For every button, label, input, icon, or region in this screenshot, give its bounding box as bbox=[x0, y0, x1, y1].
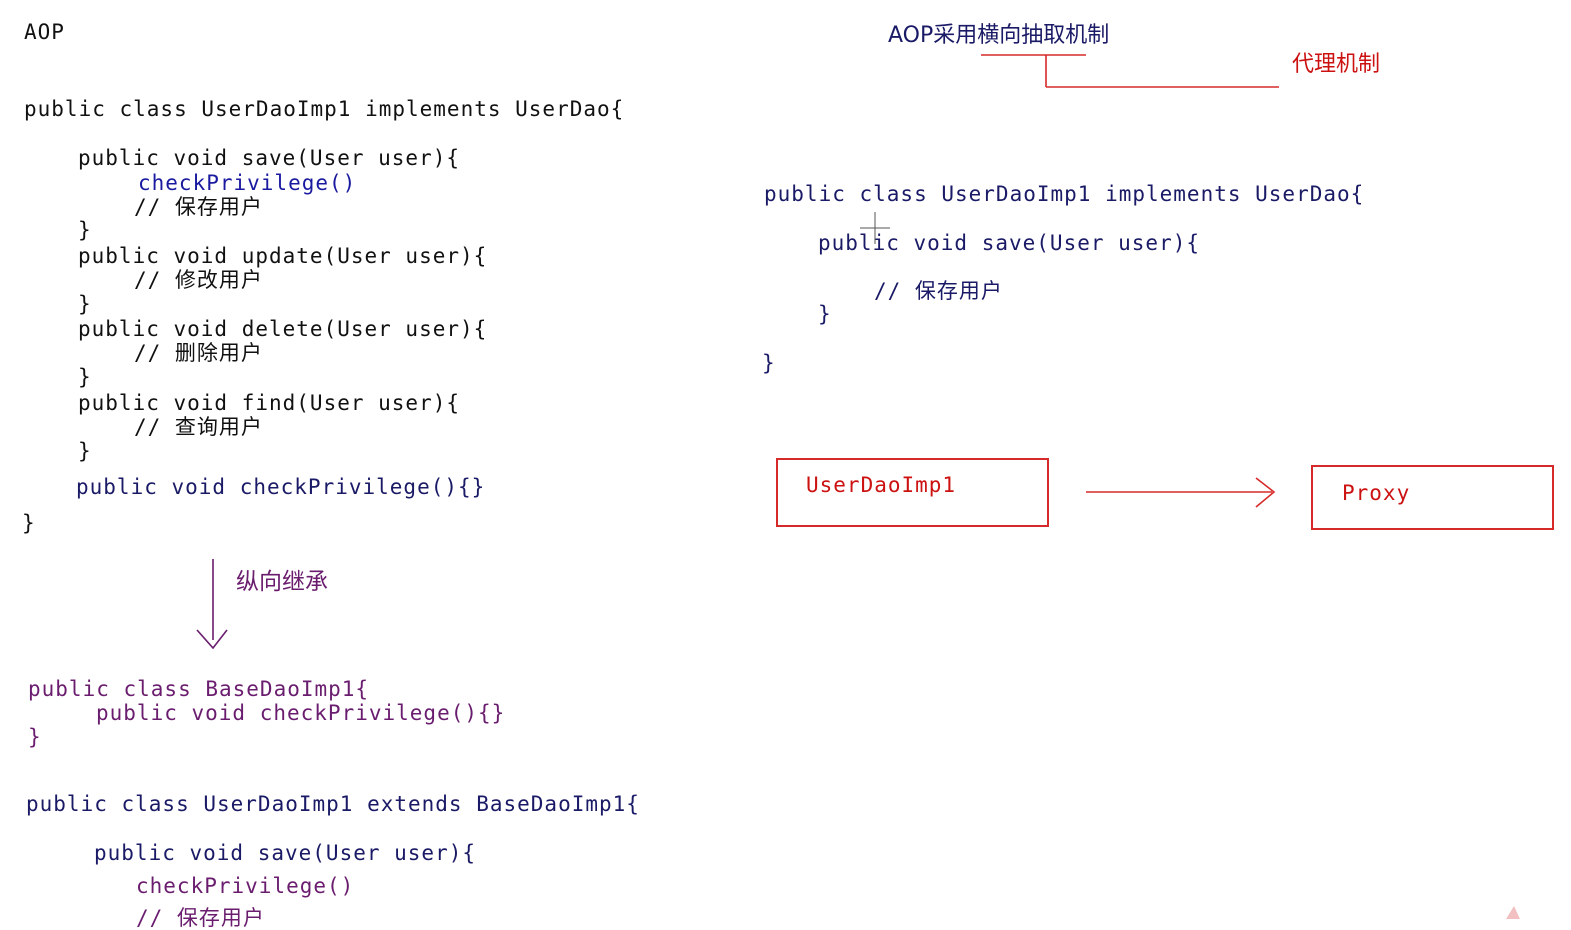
find-close-brace: } bbox=[78, 439, 92, 463]
update-close-brace: } bbox=[78, 292, 92, 316]
base-check-privilege-method: public void checkPrivilege(){} bbox=[96, 701, 506, 725]
save-check-privilege-call: checkPrivilege() bbox=[138, 171, 357, 195]
save-comment: // 保存用户 bbox=[134, 195, 263, 219]
extends-class-declaration: public class UserDaoImp1 extends BaseDao… bbox=[26, 792, 640, 816]
extends-save-method-signature: public void save(User user){ bbox=[94, 841, 477, 865]
right-save-comment: // 保存用户 bbox=[874, 279, 1003, 303]
find-method-signature: public void find(User user){ bbox=[78, 391, 461, 415]
class-declaration: public class UserDaoImp1 implements User… bbox=[24, 97, 625, 121]
aop-horizontal-title: AOP采用横向抽取机制 bbox=[888, 23, 1110, 48]
proxy-mechanism-label: 代理机制 bbox=[1292, 52, 1381, 77]
check-privilege-method: public void checkPrivilege(){} bbox=[76, 475, 486, 499]
right-save-method-signature: public void save(User user){ bbox=[818, 231, 1201, 255]
right-class-declaration: public class UserDaoImp1 implements User… bbox=[764, 182, 1365, 206]
extends-check-privilege-call: checkPrivilege() bbox=[136, 874, 355, 898]
vertical-arrow-head bbox=[196, 629, 228, 650]
find-comment: // 查询用户 bbox=[134, 415, 263, 439]
delete-comment: // 删除用户 bbox=[134, 341, 263, 365]
proxy-box-label: Proxy bbox=[1342, 481, 1411, 505]
proxy-box bbox=[1311, 465, 1554, 530]
proxy-arrow-head bbox=[1255, 477, 1276, 508]
base-class-declaration: public class BaseDaoImp1{ bbox=[28, 677, 370, 701]
delete-method-signature: public void delete(User user){ bbox=[78, 317, 488, 341]
save-close-brace: } bbox=[78, 218, 92, 242]
right-method-close-brace: } bbox=[818, 302, 832, 326]
save-method-signature: public void save(User user){ bbox=[78, 146, 461, 170]
vertical-inheritance-label: 纵向继承 bbox=[236, 569, 328, 595]
class-close-brace: } bbox=[22, 511, 36, 535]
delete-close-brace: } bbox=[78, 365, 92, 389]
userdaoimp1-box-label: UserDaoImp1 bbox=[806, 473, 957, 497]
update-comment: // 修改用户 bbox=[134, 268, 263, 292]
userdaoimp1-box bbox=[776, 458, 1049, 527]
aop-heading: AOP bbox=[24, 20, 65, 44]
corner-mark bbox=[1506, 906, 1520, 919]
base-class-close-brace: } bbox=[28, 725, 42, 749]
right-class-close-brace: } bbox=[762, 351, 776, 375]
update-method-signature: public void update(User user){ bbox=[78, 244, 488, 268]
